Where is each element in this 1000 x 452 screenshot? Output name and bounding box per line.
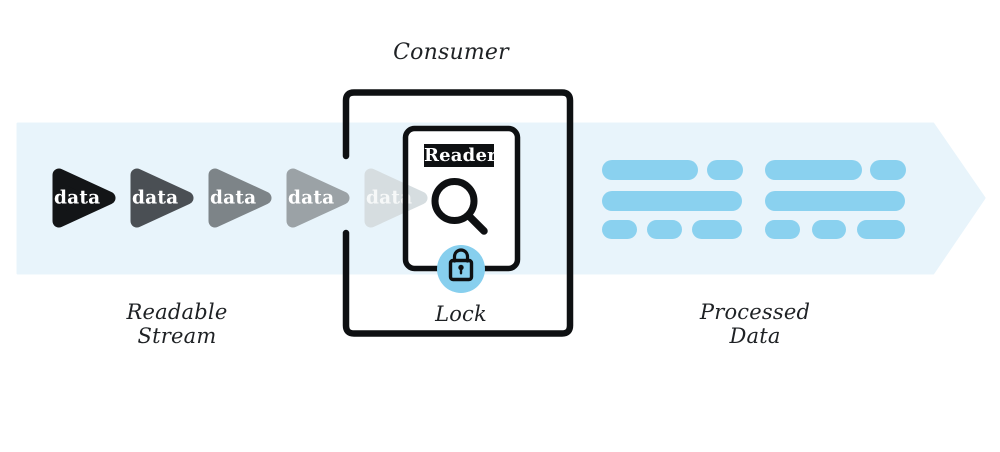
data-chunk-label: data — [366, 187, 413, 209]
processed-data-bars — [602, 160, 906, 239]
data-bar — [707, 160, 743, 180]
data-chunk-shape — [208, 168, 272, 228]
data-bar — [870, 160, 906, 180]
data-chunk-shape — [52, 168, 116, 228]
consumer-label: Consumer — [393, 40, 509, 65]
lock-keyhole-stem — [459, 268, 463, 275]
data-chunk-shape — [364, 168, 428, 228]
lock-body — [448, 258, 474, 282]
data-chunk-label: data — [288, 187, 335, 209]
data-bar — [812, 220, 846, 239]
data-chunk: data — [208, 168, 272, 228]
consumer-box — [342, 89, 574, 337]
reader-label: Reader — [424, 144, 497, 167]
lock-keyhole — [458, 264, 464, 271]
lock-label: Lock — [435, 302, 487, 326]
magnifier-icon — [431, 178, 478, 224]
data-bar — [602, 220, 637, 239]
data-bar — [765, 220, 800, 239]
data-chunk: data — [364, 168, 428, 228]
data-chunk: data — [52, 168, 116, 228]
data-bar — [857, 220, 905, 239]
data-bar — [765, 160, 862, 180]
processed-data-label: Processed Data — [699, 300, 811, 348]
lock-shackle — [452, 248, 470, 263]
data-chunk: data — [286, 168, 350, 228]
data-chunk: data — [130, 168, 194, 228]
data-bar — [602, 160, 698, 180]
data-chunk-label: data — [54, 187, 101, 209]
data-chunk-shape — [286, 168, 350, 228]
data-chunk-label: data — [132, 187, 179, 209]
readable-stream-label: Readable Stream — [126, 300, 228, 348]
data-bar — [647, 220, 682, 239]
magnifier-handle — [465, 212, 488, 235]
lock-icon — [448, 248, 474, 282]
data-chunk-shape — [130, 168, 194, 228]
data-bar — [765, 191, 905, 211]
data-bar — [692, 220, 742, 239]
data-bar — [602, 191, 742, 211]
data-chunk-label: data — [210, 187, 257, 209]
